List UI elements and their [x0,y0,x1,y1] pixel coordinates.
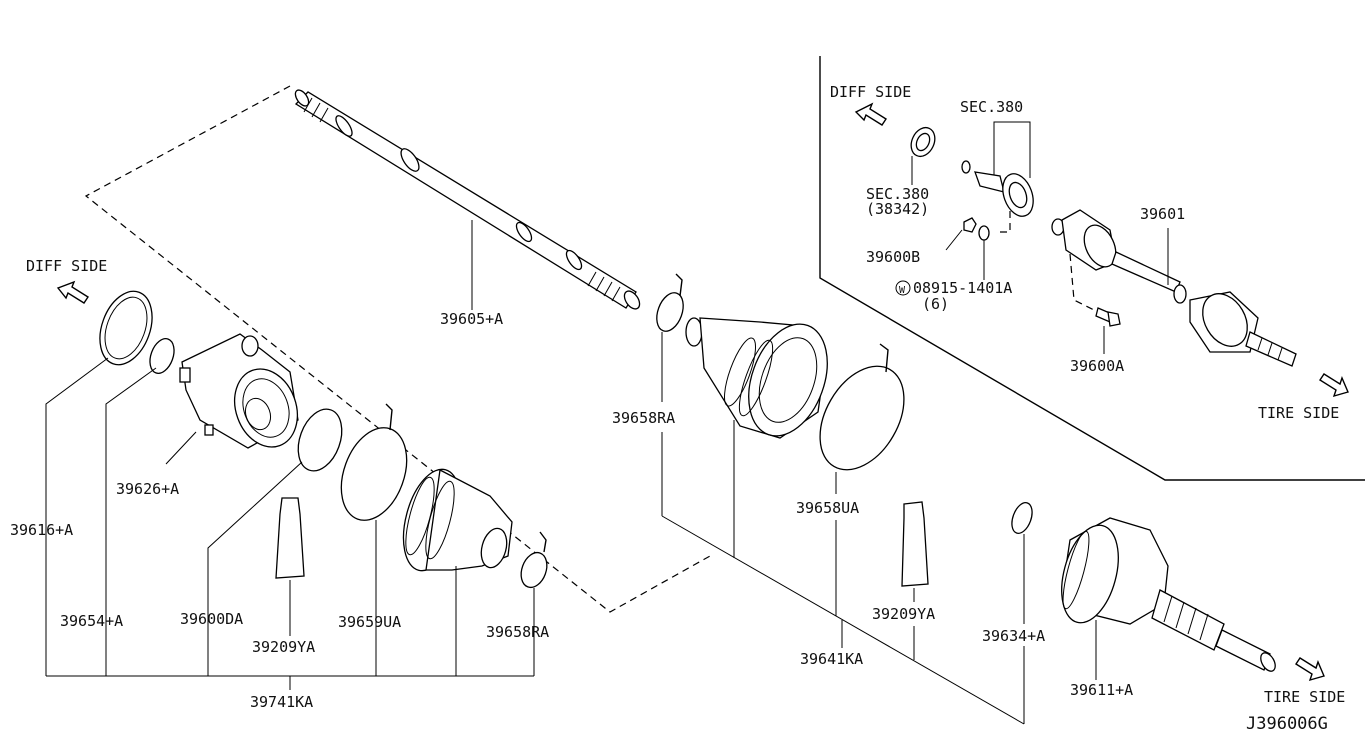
tire-side-inset-label: TIRE SIDE [1258,404,1339,422]
band-39658ua [819,343,905,471]
inset-panel: DIFF SIDE SEC.380 SEC.380 (38342) [819,56,1365,481]
circlip-39654 [149,338,175,374]
part-39616-label: 39616+A [10,521,73,539]
part-39641ka-label: 39641KA [800,650,863,668]
diff-side-left-arrow-icon [56,280,89,304]
seal-code-label: (38342) [866,200,929,218]
sec380-top-label: SEC.380 [960,98,1023,116]
part-08915-qty-label: (6) [922,295,949,313]
part-39600b-label: 39600B [866,248,920,266]
diff-side-inset-label: DIFF SIDE [830,83,911,101]
washer-symbol-text: W [899,285,906,296]
part-39658ua-label: 39658UA [796,499,859,517]
circlip-39634 [1011,502,1033,534]
band-39659ua [340,403,408,521]
part-39611-label: 39611+A [1070,681,1133,699]
snap-ring-39616 [99,290,153,366]
diff-side-left-label: DIFF SIDE [26,257,107,275]
housing-39626 [179,333,299,449]
part-39659ua-label: 39659UA [338,613,401,631]
grease-tube-39209ya-left [275,497,305,579]
bolt-39600a [1095,307,1121,354]
part-39605-label: 39605+A [440,310,503,328]
part-39209ya-right-label: 39209YA [872,605,935,623]
tire-side-inset-arrow-icon [1319,373,1349,398]
part-39654-label: 39654+A [60,612,123,630]
outer-joint-39611 [1061,517,1276,672]
diff-side-arrow-icon [854,102,887,126]
part-39600a-label: 39600A [1070,357,1124,375]
sec380-seal-label: SEC.380 [866,185,929,203]
band-39658ra-left [520,531,548,589]
part-39600da-label: 39600DA [180,610,243,628]
washer-symbol-icon [895,280,911,296]
part-39626-label: 39626+A [116,480,179,498]
drive-shaft-assembly [1051,209,1297,367]
exploded-boundary [84,85,711,613]
part-39658ra-mid-label: 39658RA [612,409,675,427]
shaft-39605 [294,89,641,310]
part-39658ra-left-label: 39658RA [486,623,549,641]
washer-08915 [978,225,990,280]
side-flange [961,160,1034,217]
part-39741ka-label: 39741KA [250,693,313,711]
band-39658ra-mid [656,273,684,332]
grease-tube-39209ya-right [901,501,929,587]
outer-boot [685,317,828,439]
part-39601-label: 39601 [1140,205,1185,223]
diagram-code-label: J396006G [1246,714,1328,734]
oil-seal [910,126,936,185]
tire-side-bottom-arrow-icon [1295,657,1325,682]
right-leader-lines [661,332,1097,725]
nut-39600b [945,217,977,251]
left-leader-lines [45,357,535,690]
boot-39741ka [402,468,513,572]
tire-side-bottom-label: TIRE SIDE [1264,688,1345,706]
part-39209ya-left-label: 39209YA [252,638,315,656]
part-39634-label: 39634+A [982,627,1045,645]
ring-39600da [297,408,343,472]
part-08915-label: 08915-1401A [913,279,1012,297]
